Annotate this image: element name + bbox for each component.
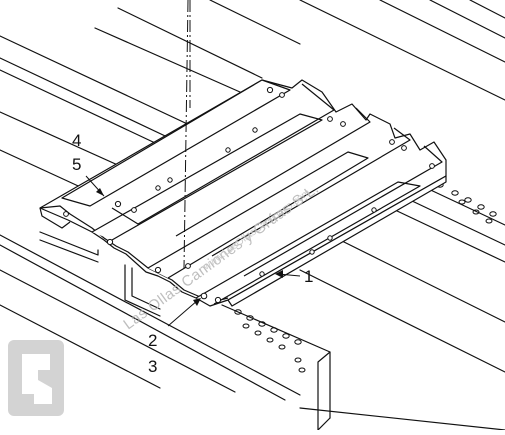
center-line bbox=[183, 0, 191, 269]
callout-3: 3 bbox=[148, 357, 157, 376]
leader-2-3 bbox=[167, 299, 199, 327]
arrow-5-icon bbox=[96, 188, 104, 196]
callout-4: 4 bbox=[72, 131, 81, 150]
arrow-1-icon bbox=[275, 270, 283, 278]
leader-arrowheads bbox=[96, 188, 283, 306]
arrow-2-3-icon bbox=[193, 298, 201, 306]
plate-bolt-holes bbox=[63, 86, 435, 304]
callouts: 4 5 1 2 3 bbox=[72, 131, 313, 376]
callout-1: 1 bbox=[304, 267, 313, 286]
callout-2: 2 bbox=[148, 331, 157, 350]
rail-holes bbox=[234, 182, 497, 373]
company-logo-icon bbox=[8, 340, 64, 416]
callout-5: 5 bbox=[72, 155, 81, 174]
